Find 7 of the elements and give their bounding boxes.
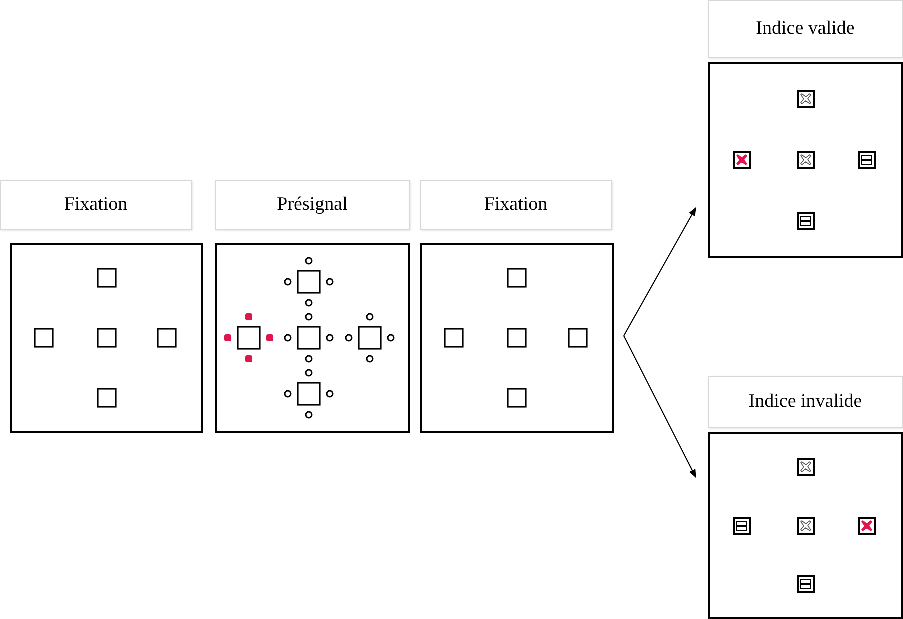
panel-heading: Présignal: [215, 180, 410, 230]
panel-heading: Fixation: [0, 180, 192, 230]
arrow: [624, 336, 696, 478]
panel-heading: Fixation: [420, 180, 612, 230]
arrow: [624, 207, 696, 336]
panel-heading: Indice valide: [708, 0, 903, 58]
panel-heading: Indice invalide: [708, 376, 903, 428]
